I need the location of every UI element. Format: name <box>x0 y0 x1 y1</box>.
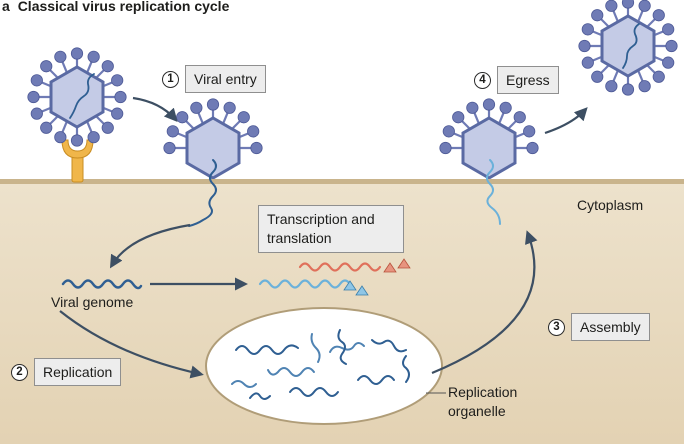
viral-genome-rna <box>61 279 143 290</box>
protein-red <box>383 262 397 273</box>
step-replication: 2 Replication <box>11 358 122 386</box>
protein-red <box>397 258 411 269</box>
step-label: Assembly <box>571 313 650 341</box>
protein-blue <box>355 285 369 296</box>
arrow-entry <box>132 96 178 122</box>
arrow-replication <box>59 310 204 379</box>
organelle-rna <box>402 355 410 383</box>
virus-budding <box>439 98 539 180</box>
virus-released <box>578 0 678 96</box>
incoming-genome <box>188 159 217 227</box>
organelle-rna <box>267 367 315 377</box>
replication-organelle <box>205 307 443 425</box>
organelle-rna <box>357 375 395 385</box>
step-label: Replication <box>34 358 122 386</box>
cell-membrane <box>0 179 684 184</box>
replication-organelle-label: Replication organelle <box>448 384 518 419</box>
step-number: 4 <box>474 71 491 89</box>
assembly-genome <box>486 159 501 225</box>
organelle-rna <box>231 380 257 388</box>
arrow-assembly <box>431 230 538 375</box>
step-viral-entry: 1 Viral entry <box>162 65 266 93</box>
host-receptor <box>61 139 94 183</box>
step-label: Egress <box>497 66 559 94</box>
capsid-rna <box>69 73 95 119</box>
cytoplasm-label: Cytoplasm <box>577 197 644 213</box>
step-assembly: 3 Assembly <box>548 313 650 341</box>
organelle-rna <box>249 392 271 400</box>
organelle-rna <box>310 333 321 363</box>
step-label: Viral entry <box>185 65 266 93</box>
organelle-rna <box>371 339 407 353</box>
step-number: 2 <box>11 363 28 381</box>
step-egress: 4 Egress <box>474 66 559 94</box>
transcription-translation-label: Transcription and translation <box>258 205 404 253</box>
organelle-rna <box>337 329 347 365</box>
organelle-rna <box>235 344 299 355</box>
mrna-red <box>298 262 382 272</box>
mrna-blue <box>258 279 352 289</box>
figure-title: a Classical virus replication cycle <box>2 0 229 14</box>
capsid-rna <box>622 23 640 69</box>
figure-title-text: Classical virus replication cycle <box>17 0 230 14</box>
organelle-rna <box>289 387 339 397</box>
viral-genome-label: Viral genome <box>51 294 134 310</box>
virus-bound-receptor <box>27 47 127 147</box>
protein-blue <box>343 280 357 291</box>
organelle-rna <box>329 342 365 353</box>
step-number: 1 <box>162 70 179 88</box>
arrow-egress <box>544 107 588 135</box>
step-number: 3 <box>548 318 565 336</box>
arrow-to-genome <box>109 223 191 269</box>
panel-letter: a <box>2 0 10 14</box>
virus-entering-cell <box>163 98 263 180</box>
